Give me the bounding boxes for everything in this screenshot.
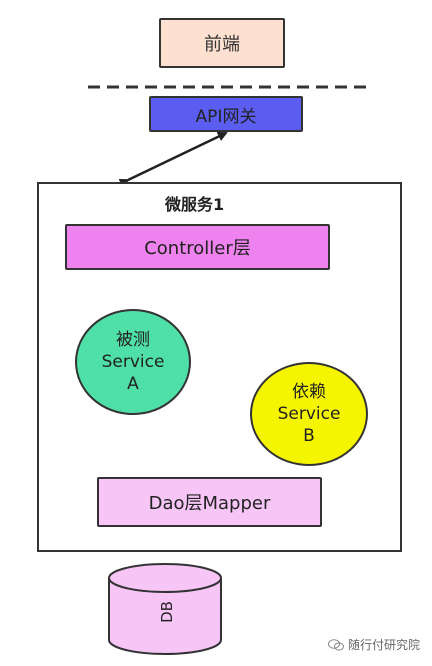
wechat-icon (327, 638, 344, 650)
service-a-line1: 被测 (116, 330, 150, 350)
watermark: 随行付研究院 (327, 636, 420, 653)
dao-mapper-label: Dao层Mapper (148, 493, 271, 514)
service-a-node: 被测 Service A (75, 309, 191, 415)
service-b-line1: 依赖 (292, 382, 326, 402)
service-b-node: 依赖 Service B (250, 362, 368, 466)
watermark-text: 随行付研究院 (347, 638, 420, 652)
frontend-box: 前端 (159, 18, 285, 68)
service-b-line2: Service (277, 404, 341, 424)
database-cylinder: DB (108, 563, 222, 655)
frontend-label: 前端 (204, 34, 240, 55)
microservice-title: 微服务1 (165, 195, 225, 214)
service-a-line3: A (127, 374, 139, 394)
controller-layer-label: Controller层 (144, 238, 251, 259)
gateway-service-arrow (118, 131, 228, 188)
dao-mapper-box: Dao层Mapper (97, 477, 322, 527)
controller-layer-box: Controller层 (65, 224, 330, 270)
db-label: DB (158, 601, 176, 623)
api-gateway-label: API网关 (195, 106, 257, 127)
api-gateway-box: API网关 (149, 96, 303, 132)
service-b-line3: B (303, 426, 315, 446)
service-a-line2: Service (101, 352, 165, 372)
